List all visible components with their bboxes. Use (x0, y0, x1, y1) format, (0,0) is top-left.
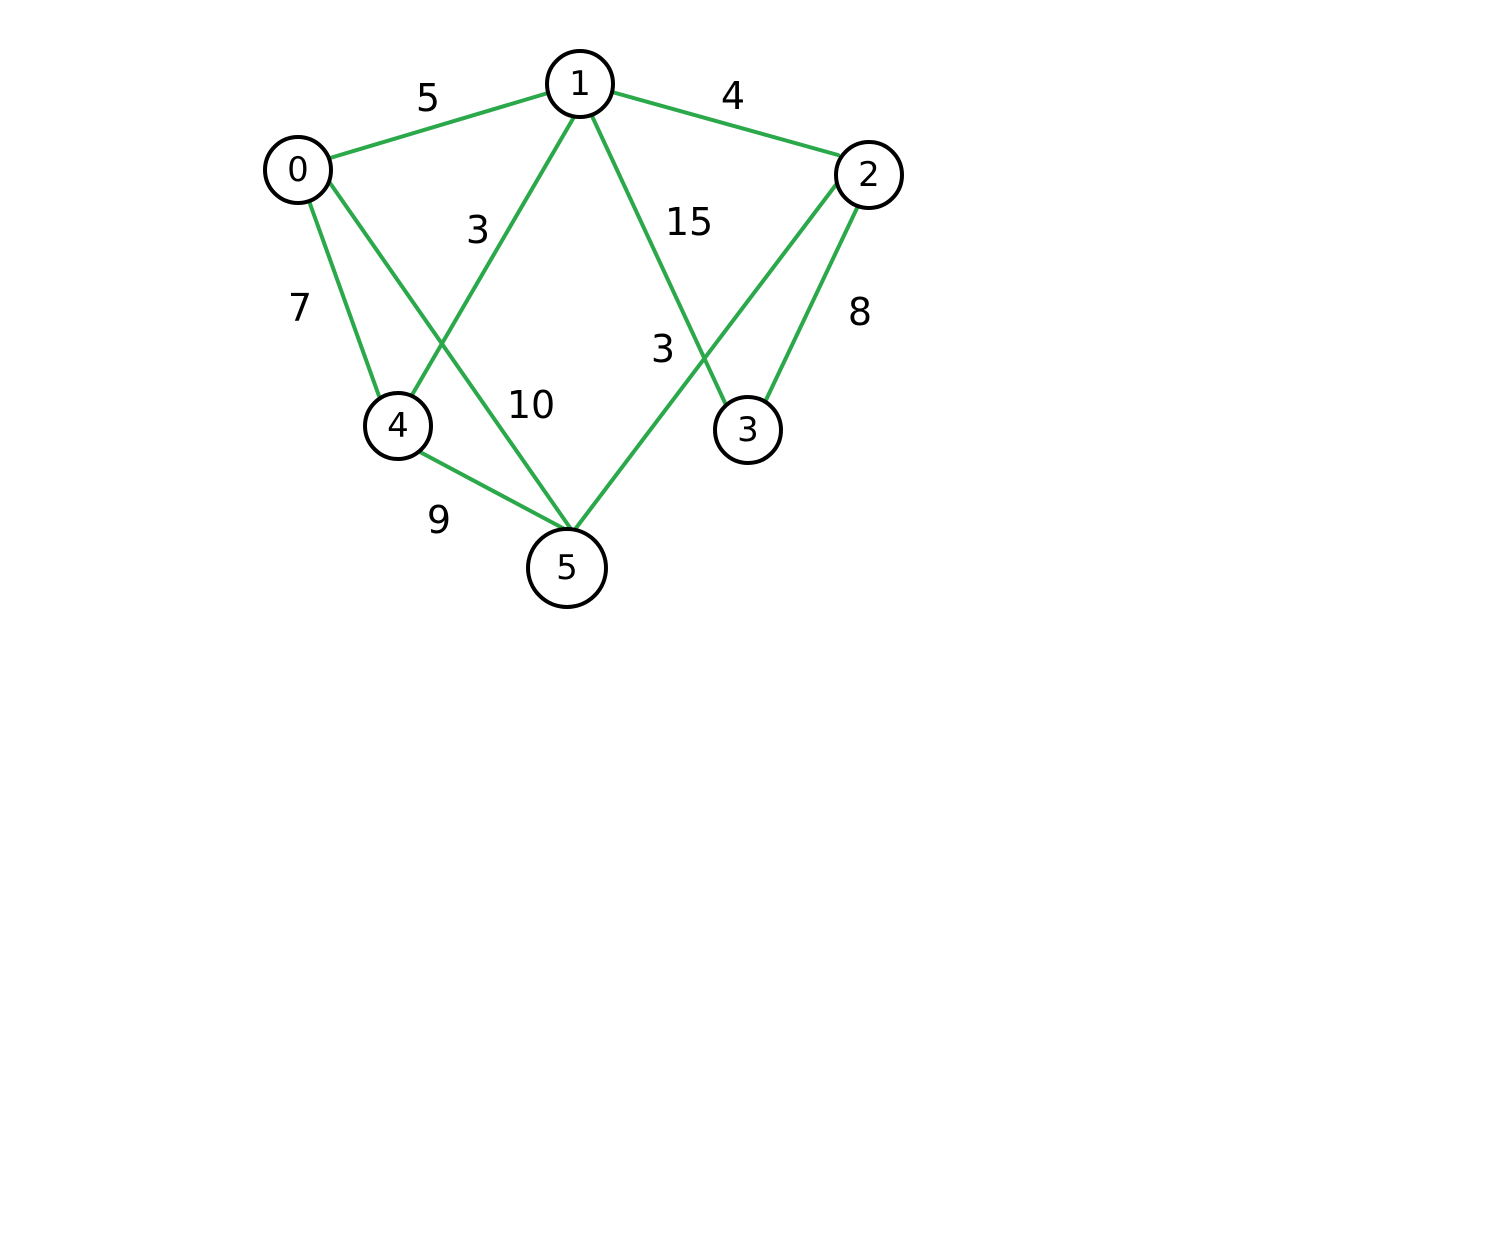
node-5: 5 (526, 527, 608, 609)
node-circle-3 (713, 395, 783, 465)
edge-weight-0-4: 7 (288, 286, 312, 330)
edge-weights-layer: 5 4 3 15 7 10 3 8 9 (288, 74, 872, 542)
node-label-4: 4 (387, 406, 409, 446)
edge-1-2 (610, 90, 840, 157)
edge-4-5 (418, 450, 574, 535)
edge-0-4 (307, 199, 381, 398)
node-label-1: 1 (569, 64, 591, 104)
node-circle-1 (545, 49, 615, 119)
edge-0-1 (328, 91, 550, 160)
node-4: 4 (363, 391, 433, 461)
edge-1-4 (410, 115, 576, 397)
edge-2-5 (571, 180, 840, 534)
nodes-layer: 0 1 2 3 4 5 (263, 49, 904, 609)
edge-weight-1-3: 15 (665, 200, 713, 244)
node-circle-4 (363, 391, 433, 461)
edge-weight-2-3: 8 (848, 290, 872, 334)
edge-0-5 (328, 181, 575, 534)
node-circle-2 (834, 140, 904, 210)
node-label-0: 0 (287, 150, 309, 190)
node-label-3: 3 (737, 410, 759, 450)
node-label-5: 5 (556, 548, 578, 588)
edge-weight-2-5: 3 (651, 327, 675, 371)
node-0: 0 (263, 135, 333, 205)
node-3: 3 (713, 395, 783, 465)
edge-weight-4-5: 9 (427, 498, 451, 542)
edge-weight-0-5: 10 (507, 383, 555, 427)
edge-weight-1-2: 4 (721, 74, 745, 118)
edges-layer (307, 90, 860, 535)
node-circle-5 (526, 527, 608, 609)
node-circle-0 (263, 135, 333, 205)
node-2: 2 (834, 140, 904, 210)
edge-weight-1-4: 3 (466, 208, 490, 252)
node-label-2: 2 (858, 155, 880, 195)
edge-2-3 (764, 204, 860, 402)
node-1: 1 (545, 49, 615, 119)
edge-weight-0-1: 5 (416, 76, 440, 120)
